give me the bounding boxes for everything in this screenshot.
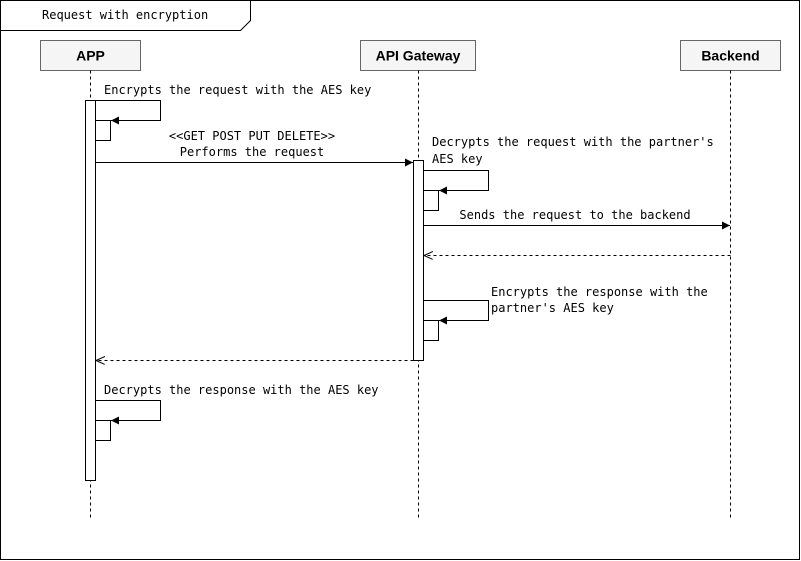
participant-backend[interactable]: Backend bbox=[680, 40, 781, 71]
activation-app bbox=[85, 100, 96, 481]
activation-app-self-encrypt bbox=[95, 120, 111, 141]
message-app-encrypt-arrow[interactable] bbox=[95, 100, 161, 125]
message-gateway-encrypt-line1: Encrypts the response with the bbox=[491, 285, 708, 299]
message-gateway-decrypt-arrow[interactable] bbox=[423, 170, 489, 195]
activation-app-self-decrypt bbox=[95, 420, 111, 441]
participant-gateway-label: API Gateway bbox=[376, 48, 461, 64]
message-app-encrypt-label: Encrypts the request with the AES key bbox=[104, 83, 371, 97]
message-gateway-encrypt-arrow[interactable] bbox=[423, 300, 489, 325]
frame-title-tab bbox=[0, 0, 251, 31]
message-send-backend-label: Sends the request to the backend bbox=[459, 208, 690, 222]
participant-app[interactable]: APP bbox=[40, 40, 141, 71]
message-request-label: Performs the request bbox=[180, 145, 325, 159]
message-gateway-decrypt-line1: Decrypts the request with the partner's bbox=[432, 135, 714, 149]
activation-gateway-self-encrypt bbox=[423, 320, 439, 341]
participant-gateway[interactable]: API Gateway bbox=[360, 40, 476, 71]
message-app-decrypt-arrow[interactable] bbox=[95, 400, 161, 425]
participant-app-box[interactable] bbox=[40, 40, 141, 71]
participant-app-label: APP bbox=[76, 48, 105, 64]
activation-gateway bbox=[413, 160, 424, 361]
participant-backend-label: Backend bbox=[701, 48, 759, 64]
message-app-decrypt-label: Decrypts the response with the AES key bbox=[104, 383, 379, 397]
participant-gateway-box[interactable] bbox=[360, 40, 476, 71]
message-gateway-decrypt-line2: AES key bbox=[432, 152, 483, 166]
message-gateway-encrypt-line2: partner's AES key bbox=[491, 301, 614, 315]
activation-gateway-self-decrypt bbox=[423, 190, 439, 211]
frame-title: Request with encryption bbox=[42, 8, 208, 22]
message-request-stereotype: <<GET POST PUT DELETE>> bbox=[169, 129, 335, 143]
participant-backend-box[interactable] bbox=[680, 40, 781, 71]
